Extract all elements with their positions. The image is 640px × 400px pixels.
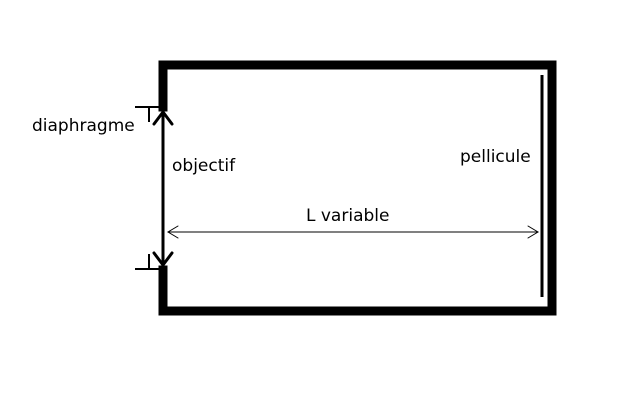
diaphragm-top-marker bbox=[135, 106, 163, 122]
diaphragm-label: diaphragme bbox=[32, 116, 135, 136]
camera-body-top bbox=[158, 60, 557, 316]
length-arrow-right-head bbox=[527, 225, 539, 239]
lens-arrow bbox=[152, 110, 174, 267]
length-arrow bbox=[167, 225, 539, 239]
length-arrow-left-head bbox=[167, 225, 179, 239]
diaphragm-bottom-marker bbox=[135, 254, 163, 270]
length-label: L variable bbox=[306, 206, 389, 226]
lens-arrow-top-head bbox=[152, 110, 174, 126]
lens-arrow-bottom-head bbox=[152, 251, 174, 267]
camera-body bbox=[158, 60, 557, 316]
lens-label: objectif bbox=[172, 156, 236, 176]
film-label: pellicule bbox=[460, 147, 531, 167]
